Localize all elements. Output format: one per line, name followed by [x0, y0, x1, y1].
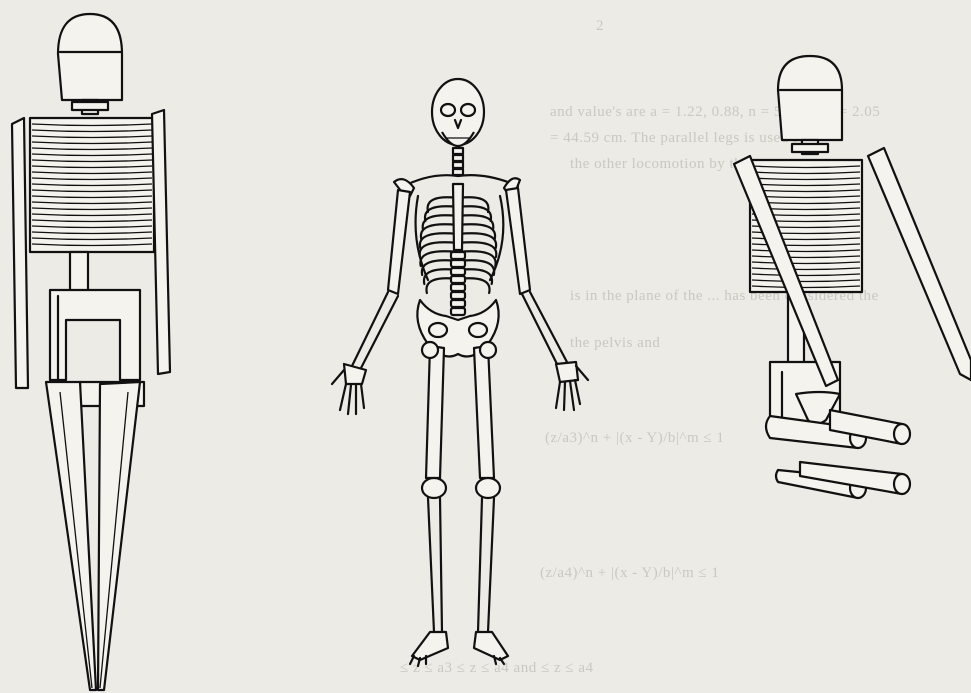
human-skeleton [332, 79, 588, 666]
left-hand [332, 364, 366, 414]
right-femur [474, 346, 494, 478]
model-pelvis [50, 290, 140, 380]
model-left-leg [46, 382, 96, 690]
left-humerus [388, 190, 410, 294]
feet [410, 632, 508, 666]
right-hand [556, 362, 588, 410]
seated-mechanical-model [734, 56, 971, 498]
model-torso-rings [30, 118, 154, 252]
seated-model-head [778, 56, 842, 140]
model-right-arm [152, 110, 170, 374]
model-left-arm [12, 118, 28, 388]
model-head [58, 14, 122, 100]
model-spine [70, 252, 88, 292]
standing-mechanical-model [12, 14, 170, 690]
seated-model-right-arm [868, 148, 971, 380]
left-femur [426, 346, 444, 478]
right-humerus [506, 188, 530, 294]
spine [451, 252, 465, 315]
seated-model-shanks [776, 462, 910, 498]
